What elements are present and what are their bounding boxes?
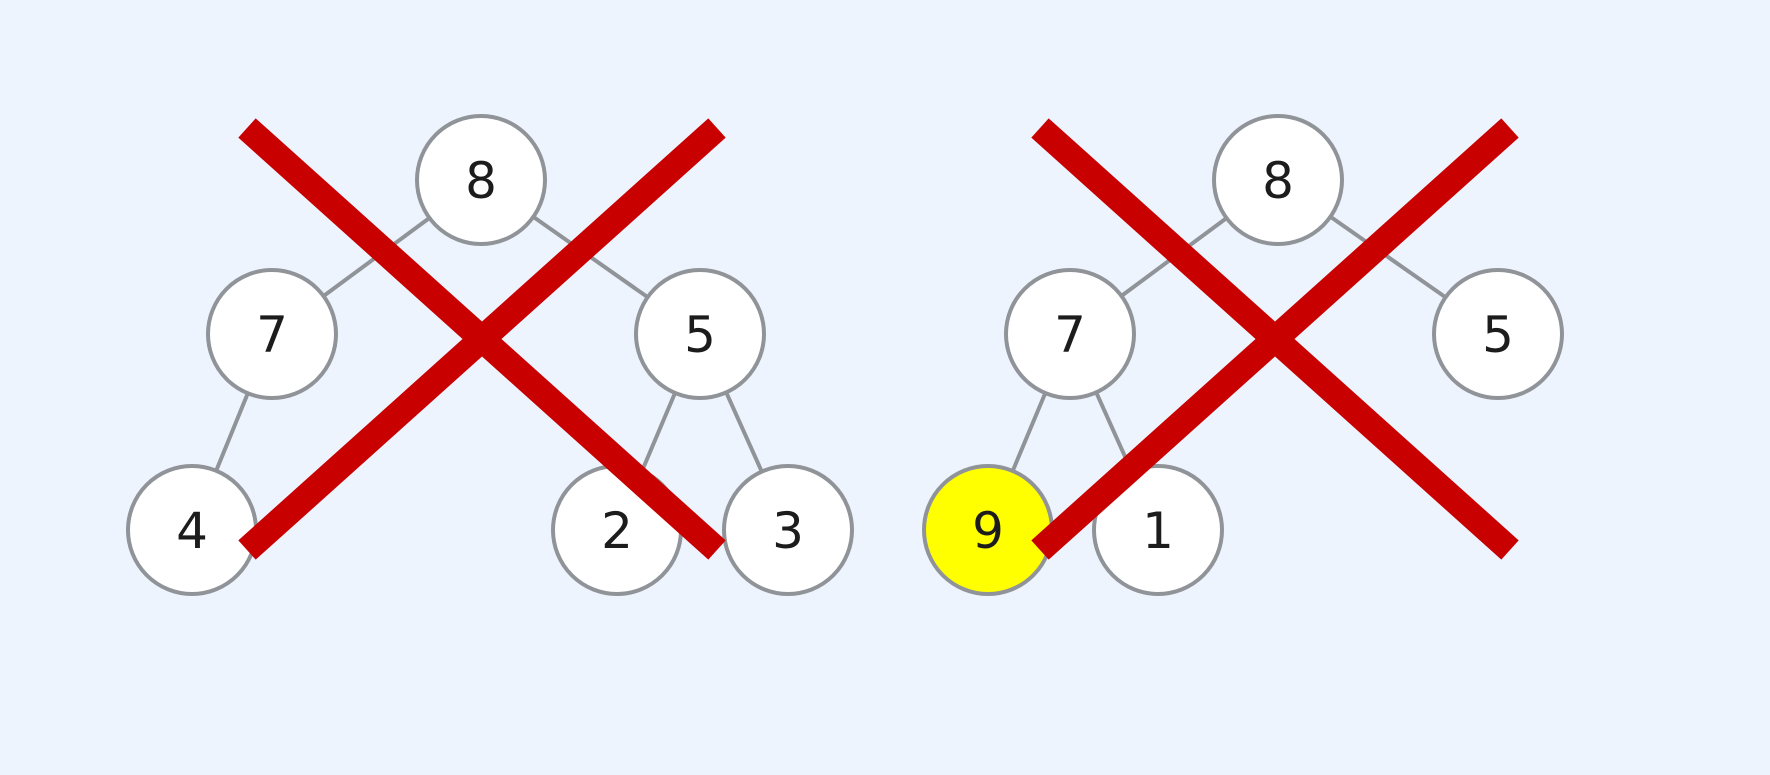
tree-edge [214, 393, 250, 471]
tree-node: 1 [1092, 464, 1224, 596]
tree-node: 5 [634, 268, 766, 400]
node-value: 8 [465, 152, 497, 210]
node-circle [1432, 268, 1564, 400]
tree-node: 7 [206, 268, 338, 400]
node-circle [722, 464, 854, 596]
node-circle [206, 268, 338, 400]
tree-node: 7 [1004, 268, 1136, 400]
cross-mark [1031, 118, 1519, 560]
node-circle [634, 268, 766, 400]
tree-edge [1011, 392, 1047, 472]
tree-edge [1330, 215, 1446, 299]
node-value: 7 [256, 306, 288, 364]
node-value: 9 [972, 502, 1004, 560]
node-value: 4 [176, 502, 208, 560]
tree-node: 3 [722, 464, 854, 596]
node-value: 7 [1054, 306, 1086, 364]
highlighted-node: 9 [922, 464, 1054, 596]
node-value: 1 [1142, 502, 1174, 560]
node-value: 3 [772, 502, 804, 560]
node-value: 2 [601, 502, 633, 560]
cross-mark [238, 118, 726, 560]
node-value: 8 [1262, 152, 1294, 210]
node-circle [415, 114, 547, 246]
tree-node: 4 [126, 464, 258, 596]
tree-node: 5 [1432, 268, 1564, 400]
tree-right: 8 7 5 9 1 [922, 114, 1564, 596]
cross-stroke [238, 118, 726, 560]
tree-left-nodes: 8 7 5 4 2 3 [126, 114, 854, 596]
tree-right-nodes: 8 7 5 9 1 [922, 114, 1564, 596]
node-circle [1092, 464, 1224, 596]
tree-edge [725, 392, 763, 472]
tree-node: 8 [415, 114, 547, 246]
cross-stroke [1031, 118, 1519, 560]
node-value: 5 [684, 306, 716, 364]
tree-left: 8 7 5 4 2 3 [126, 114, 854, 596]
tree-node: 8 [1212, 114, 1344, 246]
tree-edge [640, 392, 677, 472]
node-value: 5 [1482, 306, 1514, 364]
node-circle [1212, 114, 1344, 246]
node-circle [1004, 268, 1136, 400]
